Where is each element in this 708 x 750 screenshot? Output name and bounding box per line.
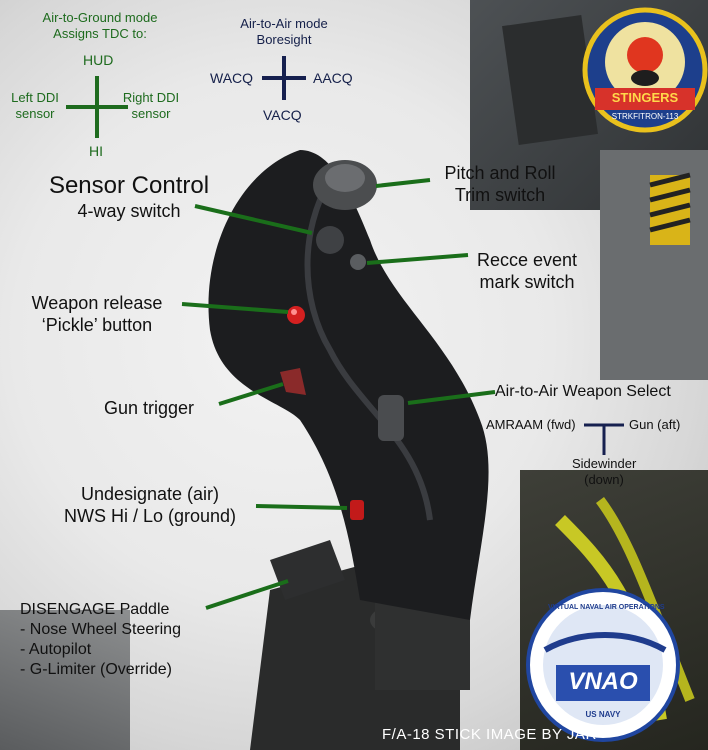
weapon-select-indicator bbox=[584, 423, 624, 455]
gun-trigger-shape bbox=[280, 368, 306, 395]
ata-down-label: VACQ bbox=[263, 107, 302, 123]
gun-trigger-leader bbox=[218, 382, 284, 406]
atg-right-label: Right DDI sensor bbox=[122, 90, 180, 121]
disengage-leader bbox=[205, 579, 289, 610]
recce-switch-knob bbox=[350, 254, 366, 270]
atg-down-label: HI bbox=[89, 143, 103, 159]
pitch-roll-callout: Pitch and Roll Trim switch bbox=[444, 163, 556, 205]
vnao-logo-acronym: VNAO bbox=[568, 668, 638, 695]
disengage-item: - Autopilot bbox=[20, 641, 92, 658]
ata-title: Air-to-Air mode Boresight bbox=[240, 16, 328, 47]
weapon-select-leader bbox=[407, 390, 496, 405]
sensor-control-callout: Sensor Control 4-way switch bbox=[48, 172, 210, 221]
warning-placard bbox=[502, 15, 598, 145]
weapon-select-aft: Gun (aft) bbox=[629, 417, 681, 432]
aa-weapon-select-callout: Air-to-Air Weapon Select bbox=[495, 383, 671, 400]
stingers-logo bbox=[582, 7, 708, 133]
cockpit-panel-bottom-left bbox=[0, 610, 130, 750]
recce-callout: Recce event mark switch bbox=[476, 250, 578, 292]
weapon-select-down: Sidewinder (down) bbox=[572, 456, 637, 487]
atg-up-label: HUD bbox=[83, 52, 114, 68]
gun-trigger-callout: Gun trigger bbox=[104, 398, 195, 418]
disengage-item: - Nose Wheel Steering bbox=[20, 621, 181, 638]
vnao-logo bbox=[526, 588, 680, 742]
pitch-roll-leader bbox=[375, 178, 431, 188]
weapon-release-leader bbox=[181, 302, 289, 314]
atg-title: Air-to-Ground mode Assigns TDC to: bbox=[42, 10, 158, 41]
stick-grip bbox=[208, 150, 489, 620]
stingers-logo-name: STINGERS bbox=[611, 90, 679, 105]
weapon-select-knob bbox=[378, 395, 404, 441]
disengage-item: - G-Limiter (Override) bbox=[20, 661, 173, 678]
vnao-logo-footer: US NAVY bbox=[585, 710, 621, 719]
undesignate-callout: Undesignate (air) NWS Hi / Lo (ground) bbox=[63, 484, 237, 526]
sensor-control-leader bbox=[194, 204, 313, 235]
undesignate-leader bbox=[255, 504, 348, 510]
recce-leader bbox=[366, 253, 469, 265]
vnao-logo-ring-text: VIRTUAL NAVAL AIR OPERATIONS bbox=[548, 604, 665, 611]
disengage-paddle-shape bbox=[270, 540, 345, 600]
pickle-button bbox=[287, 306, 305, 324]
undesignate-button bbox=[350, 500, 364, 520]
ata-right-label: AACQ bbox=[313, 70, 353, 86]
ata-left-label: WACQ bbox=[210, 70, 254, 86]
image-credit: F/A-18 STICK IMAGE BY JAR bbox=[382, 726, 597, 743]
disengage-callout: DISENGAGE Paddle - Nose Wheel Steering -… bbox=[20, 601, 181, 678]
weapon-release-callout: Weapon release ‘Pickle’ button bbox=[31, 293, 163, 335]
tdc-knob bbox=[316, 226, 344, 254]
weapon-select-fwd: AMRAAM (fwd) bbox=[486, 417, 576, 432]
air-to-ground-crosshair bbox=[66, 76, 128, 138]
atg-left-label: Left DDI sensor bbox=[11, 90, 59, 121]
air-to-air-crosshair bbox=[262, 56, 306, 100]
stingers-logo-ring-text: STRKFITRON-113 bbox=[611, 112, 679, 121]
